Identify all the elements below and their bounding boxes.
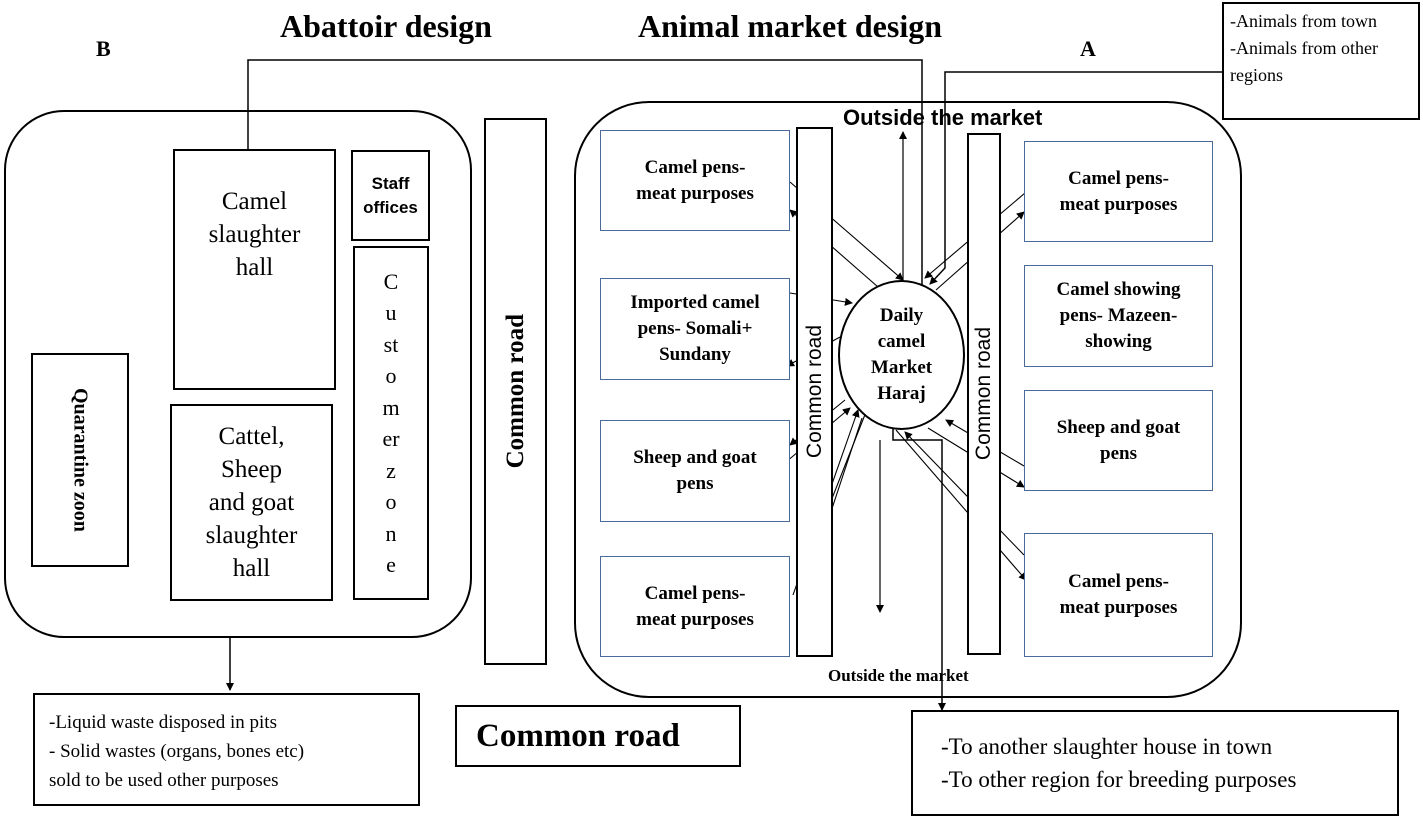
right-pen-camel-meat-2: Camel pens- meat purposes — [1024, 533, 1213, 657]
common-road-vertical: Common road — [484, 118, 547, 665]
section-b-label: B — [96, 36, 111, 61]
to-destinations-arrow — [892, 425, 946, 711]
staff-offices: Staff offices — [351, 150, 430, 241]
market-to-slaughter-arrow — [244, 59, 923, 290]
market-road-left: Common road — [796, 127, 833, 657]
customer-zone: C u st o m er z o n e — [353, 246, 429, 600]
outside-market-bottom: Outside the market — [828, 666, 969, 685]
camel-slaughter-hall: Camel slaughter hall — [173, 149, 336, 390]
abattoir-area — [4, 110, 472, 638]
market-heading: Animal market design — [638, 8, 942, 44]
source-line: regions — [1230, 65, 1283, 85]
left-pen-sheep-goat: Sheep and goat pens — [600, 420, 790, 522]
right-pen-camel-showing: Camel showing pens- Mazeen- showing — [1024, 265, 1213, 367]
left-pen-camel-meat-1: Camel pens- meat purposes — [600, 130, 790, 231]
sources-to-market-arrow — [929, 71, 1224, 285]
abattoir-heading: Abattoir design — [280, 8, 492, 44]
source-line: -Animals from town — [1230, 11, 1377, 31]
common-road-bottom: Common road — [455, 705, 741, 767]
section-a-label: A — [1080, 36, 1096, 61]
cattle-sheep-goat-slaughter-hall: Cattel, Sheep and goat slaughter hall — [170, 404, 333, 601]
right-pen-camel-meat-1: Camel pens- meat purposes — [1024, 141, 1213, 242]
source-line: -Animals from other — [1230, 38, 1378, 58]
outside-market-top: Outside the market — [843, 105, 1043, 130]
waste-disposal-box: -Liquid waste disposed in pits - Solid w… — [33, 693, 420, 806]
right-pen-sheep-goat: Sheep and goat pens — [1024, 390, 1213, 491]
destinations-box: -To another slaughter house in town -To … — [911, 710, 1399, 816]
market-road-right: Common road — [967, 133, 1001, 655]
market-area — [574, 101, 1242, 698]
daily-camel-market-haraj: Daily camel Market Haraj — [838, 280, 965, 430]
animal-sources-box: -Animals from town -Animals from other r… — [1222, 2, 1420, 120]
left-pen-camel-meat-2: Camel pens- meat purposes — [600, 556, 790, 657]
quarantine-zone: Quarantine zoon — [31, 353, 129, 567]
left-pen-imported-camel: Imported camel pens- Somali+ Sundany — [600, 278, 790, 380]
